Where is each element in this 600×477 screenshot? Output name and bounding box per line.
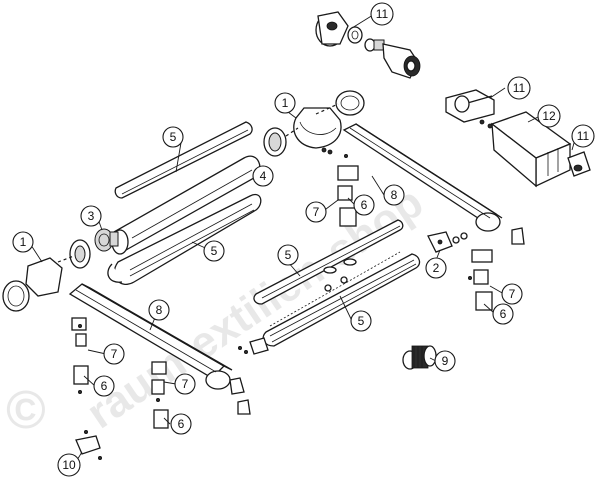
part-cover-strip-middle bbox=[253, 219, 404, 305]
svg-text:11: 11 bbox=[577, 129, 590, 143]
callout-10: 10 bbox=[57, 453, 81, 477]
callout-7-right-bottom: 7 bbox=[501, 283, 523, 305]
svg-text:1: 1 bbox=[20, 235, 27, 249]
callout-1-left: 1 bbox=[12, 231, 34, 253]
callout-5-top: 5 bbox=[162, 126, 184, 148]
part-bracket-assembly-right bbox=[445, 89, 495, 129]
part-extrusion-profile bbox=[490, 111, 572, 188]
svg-text:8: 8 bbox=[156, 303, 163, 317]
svg-text:6: 6 bbox=[101, 379, 108, 393]
part-wall-bracket bbox=[75, 429, 103, 460]
part-bracket-right-top bbox=[337, 153, 359, 227]
part-side-rail-right bbox=[342, 123, 503, 232]
svg-text:4: 4 bbox=[260, 169, 267, 183]
svg-text:12: 12 bbox=[542, 109, 556, 123]
part-chain-strip bbox=[269, 251, 401, 327]
part-bracket-left-2 bbox=[151, 361, 169, 429]
svg-text:5: 5 bbox=[211, 244, 218, 258]
part-cassette-profile bbox=[107, 193, 262, 285]
callout-8-left: 8 bbox=[148, 299, 170, 321]
callout-11-top: 11 bbox=[370, 2, 394, 26]
callout-5-bottom: 5 bbox=[350, 310, 372, 332]
callout-5-middle: 5 bbox=[277, 244, 299, 266]
callout-1-top: 1 bbox=[274, 92, 296, 114]
svg-text:5: 5 bbox=[358, 314, 365, 328]
part-cover-strip-top bbox=[114, 121, 253, 199]
callout-12: 12 bbox=[537, 104, 561, 128]
part-ring-washer bbox=[263, 127, 299, 157]
part-end-cap-top bbox=[293, 90, 365, 155]
svg-text:1: 1 bbox=[282, 96, 289, 110]
callout-6-right-bottom: 6 bbox=[492, 303, 514, 325]
part-bracket-left-1 bbox=[71, 317, 89, 394]
part-spool bbox=[94, 228, 119, 252]
svg-text:11: 11 bbox=[376, 7, 389, 21]
watermark-text: raumtextilien-shop bbox=[78, 178, 432, 439]
callout-7-right-top: 7 bbox=[305, 201, 327, 223]
svg-text:9: 9 bbox=[442, 354, 449, 368]
svg-text:7: 7 bbox=[509, 287, 516, 301]
svg-text:5: 5 bbox=[285, 248, 292, 262]
svg-text:3: 3 bbox=[88, 209, 95, 223]
svg-text:2: 2 bbox=[433, 261, 440, 275]
callout-6-right-top: 6 bbox=[353, 194, 375, 216]
svg-text:7: 7 bbox=[313, 205, 320, 219]
callout-11-right-lower: 11 bbox=[571, 124, 595, 148]
callout-4: 4 bbox=[252, 165, 274, 187]
callout-3: 3 bbox=[80, 205, 102, 227]
svg-text:7: 7 bbox=[182, 377, 189, 391]
callout-7-left-1: 7 bbox=[103, 343, 125, 365]
part-coil-spring bbox=[402, 345, 437, 370]
callout-2: 2 bbox=[425, 257, 447, 279]
part-side-rail-left bbox=[68, 283, 233, 390]
callout-5-left: 5 bbox=[203, 240, 225, 262]
callout-7-left-2: 7 bbox=[174, 373, 196, 395]
svg-text:6: 6 bbox=[361, 198, 368, 212]
svg-text:11: 11 bbox=[513, 81, 526, 95]
svg-text:8: 8 bbox=[391, 188, 398, 202]
svg-text:10: 10 bbox=[62, 458, 76, 472]
svg-text:5: 5 bbox=[170, 130, 177, 144]
part-hinge-bracket bbox=[427, 231, 468, 253]
svg-text:6: 6 bbox=[500, 307, 507, 321]
part-end-plug-top bbox=[315, 11, 421, 79]
part-end-cap-left bbox=[2, 239, 91, 312]
callout-6-left-2: 6 bbox=[170, 413, 192, 435]
callout-8-right: 8 bbox=[383, 184, 405, 206]
part-small-fittings bbox=[229, 227, 525, 415]
svg-text:6: 6 bbox=[178, 417, 185, 431]
callout-11-right-upper: 11 bbox=[507, 76, 531, 100]
callout-6-left-1: 6 bbox=[93, 375, 115, 397]
part-bracket-right-bottom bbox=[467, 249, 493, 311]
svg-text:7: 7 bbox=[111, 347, 118, 361]
part-end-plug-right bbox=[567, 151, 591, 177]
callout-9: 9 bbox=[434, 350, 456, 372]
watermark-copyright-symbol: © bbox=[6, 380, 46, 440]
